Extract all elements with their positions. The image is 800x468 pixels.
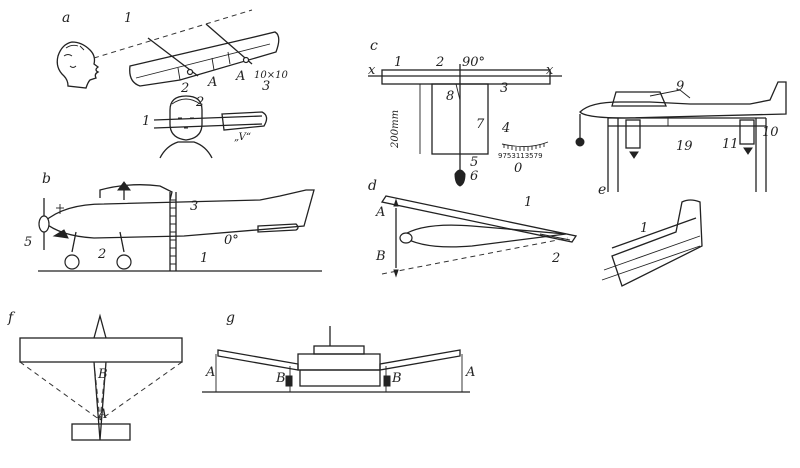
label-a-A1: A: [207, 75, 217, 90]
label-c-1: 1: [394, 55, 402, 70]
label-c-8: 8: [446, 89, 454, 104]
label-c-5: 5: [470, 155, 478, 170]
section-g: g A B B A: [202, 310, 475, 393]
front-face-drawing: [153, 95, 268, 159]
section-f-letter: f: [7, 310, 16, 326]
wing-left-g: [217, 349, 299, 371]
nose-f: [93, 313, 107, 339]
label-c-2: 2: [435, 55, 444, 70]
scale-digits-c: 9753113579: [498, 152, 543, 160]
label-b-1: 1: [200, 251, 208, 266]
label-c-6: 6: [470, 169, 478, 184]
section-c-letter: c: [370, 38, 378, 54]
label-a-A2: A: [235, 69, 245, 84]
section-f: f B A: [7, 310, 183, 441]
label-b-0deg: 0°: [224, 233, 239, 248]
section-a-letter: a: [62, 10, 70, 26]
label-e-1: 1: [640, 221, 648, 236]
aircraft-side-view-b: [38, 184, 315, 270]
wing-perspective-drawing: [129, 23, 280, 87]
label-d-A: A: [375, 205, 385, 220]
label-g-A1: A: [205, 365, 215, 380]
label-a-1: 1: [124, 11, 132, 26]
height-gauge-b: [169, 192, 177, 271]
straightedge-d: [380, 195, 578, 243]
label-c-90deg: 90°: [462, 55, 485, 70]
label-cr-11: 11: [722, 137, 739, 152]
label-c-x1: x: [368, 63, 376, 78]
label-c-200mm: 200mm: [390, 110, 401, 149]
aircraft-on-stand: [575, 81, 787, 192]
head-profile-drawing: [56, 41, 100, 89]
sight-rod-2: [205, 23, 253, 65]
wing-top-view-f: [19, 337, 183, 363]
tailplane-f: [71, 423, 131, 441]
scale-zero-c: 0: [514, 161, 522, 176]
label-d-1: 1: [524, 195, 532, 210]
wing-b: [99, 184, 173, 201]
section-e-letter: e: [598, 182, 606, 198]
section-c: c 9753113579 0 1 x x 2 90° 8 3 200mm 7 4…: [368, 38, 562, 187]
label-f-A: A: [97, 407, 107, 422]
label-d-B: B: [375, 249, 386, 264]
section-e: e 1: [598, 182, 703, 287]
canopy-c-right: [611, 91, 667, 107]
label-f-B: B: [97, 367, 108, 382]
label-a-10x10: 10×10: [254, 70, 288, 81]
label-c-7: 7: [476, 117, 485, 132]
label-a-2b: 2: [195, 95, 204, 110]
label-c-3: 3: [500, 81, 508, 96]
section-a: a 1 2 10×10 3 A A 1: [56, 9, 288, 159]
label-g-B2: B: [391, 371, 402, 386]
tail-fin-e: [611, 199, 703, 287]
label-b-2: 2: [97, 247, 106, 262]
sight-line-top: [93, 9, 253, 59]
label-a-v: „V“: [234, 132, 251, 143]
label-g-A2: A: [465, 365, 475, 380]
section-b-letter: b: [42, 171, 51, 187]
label-b-3: 3: [190, 199, 198, 214]
label-a-3: 3: [262, 79, 270, 94]
label-a-2: 2: [180, 81, 189, 96]
label-c-x2: x: [546, 63, 554, 78]
scale-arc-c: [501, 141, 549, 147]
section-d: d 1 A B 2: [368, 178, 578, 278]
plumb-weight-c: [454, 169, 466, 187]
label-a-1b: 1: [142, 114, 150, 129]
label-cr-9: 9: [676, 79, 684, 94]
label-cr-19: 19: [676, 139, 693, 154]
label-b-5: 5: [24, 235, 32, 250]
wing-right-g: [379, 349, 461, 371]
section-d-letter: d: [368, 178, 377, 194]
section-b: b 5 2 3 0° 1: [24, 171, 322, 272]
section-g-letter: g: [226, 310, 235, 326]
fuselage-top-d: [400, 224, 567, 248]
label-g-B1: B: [275, 371, 286, 386]
arrow-up-b: [117, 181, 131, 200]
label-d-2: 2: [551, 251, 560, 266]
label-cr-10: 10: [762, 125, 779, 140]
dashed-ref-d: [381, 237, 569, 275]
section-c-right: 9 10 11 19: [575, 79, 787, 192]
label-c-4: 4: [501, 121, 510, 136]
beam-c: [381, 69, 551, 85]
